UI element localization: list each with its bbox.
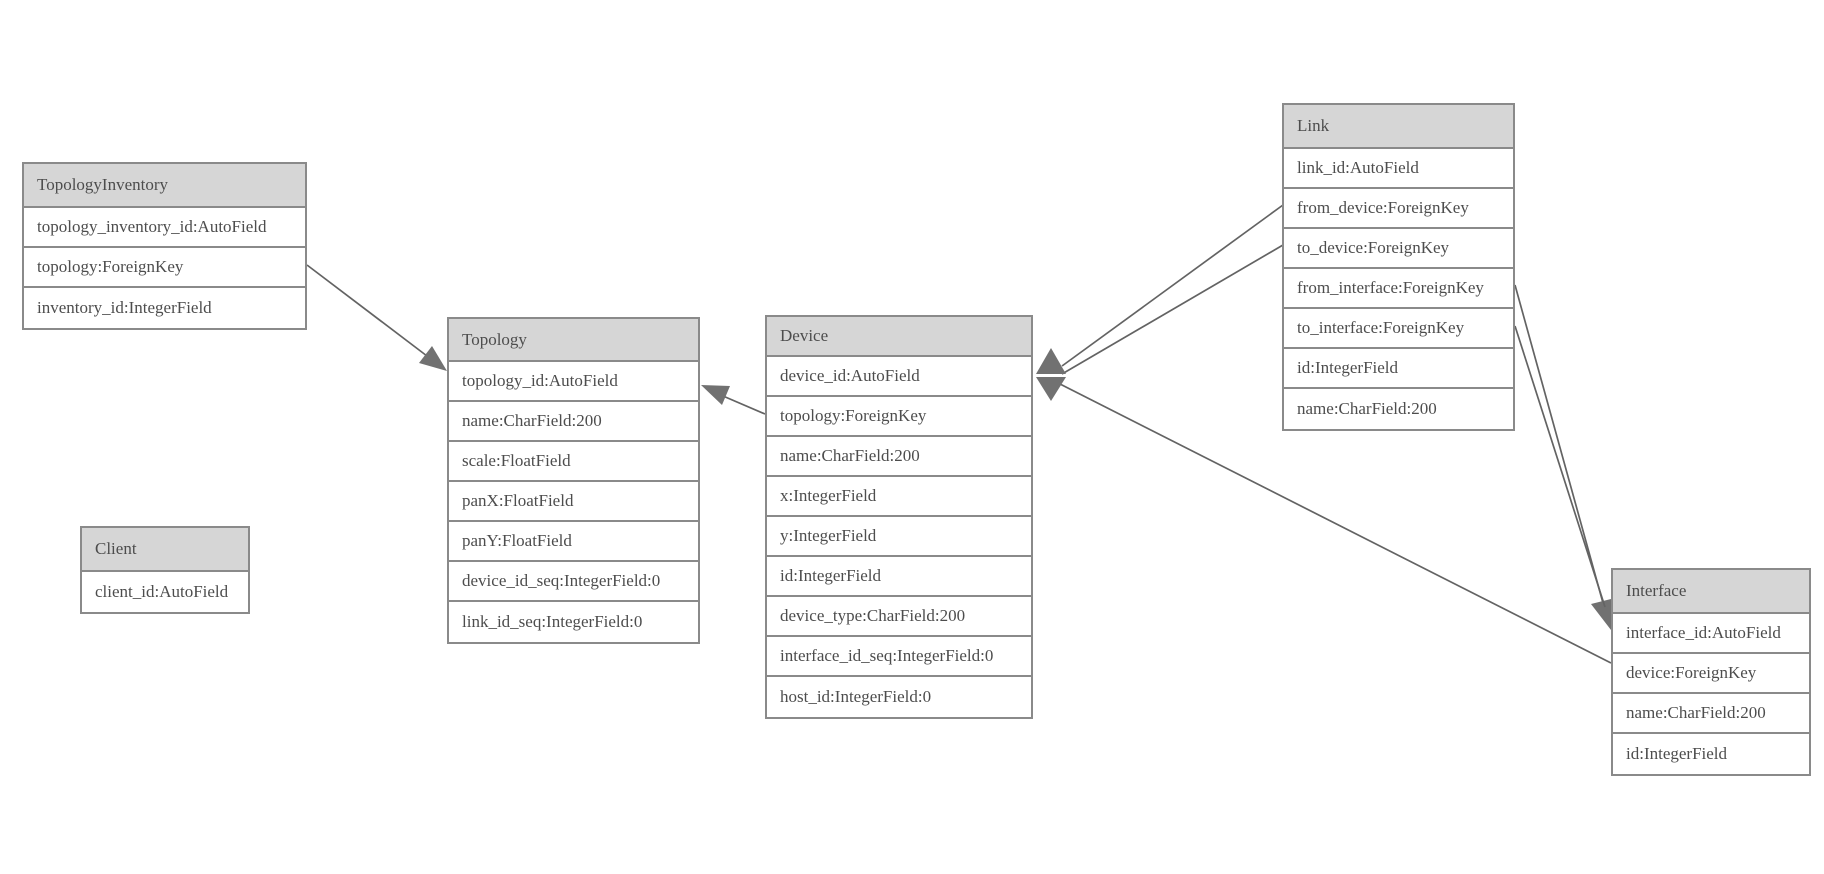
entity-link-field-from_interface: from_interface:ForeignKey (1284, 269, 1513, 309)
entity-interface-title: Interface (1613, 570, 1809, 614)
entity-device-field-topology: topology:ForeignKey (767, 397, 1031, 437)
entity-topology-field-link_id_seq: link_id_seq:IntegerField:0 (449, 602, 698, 642)
entity-interface-field-name: name:CharField:200 (1613, 694, 1809, 734)
arrowhead-cluster-device-0-icon (1036, 348, 1066, 374)
entity-topology-field-device_id_seq: device_id_seq:IntegerField:0 (449, 562, 698, 602)
entity-device-field-x: x:IntegerField (767, 477, 1031, 517)
entity-topology-title: Topology (449, 319, 698, 362)
entity-device-field-host_id: host_id:IntegerField:0 (767, 677, 1031, 717)
entity-topology-field-panY: panY:FloatField (449, 522, 698, 562)
edge-device-topology-arrowhead-icon (701, 385, 730, 405)
entity-topologyinventory-title: TopologyInventory (24, 164, 305, 208)
arrowhead-cluster-device-1-icon (1036, 377, 1066, 401)
entity-interface-field-id: id:IntegerField (1613, 734, 1809, 774)
entity-interface-field-device: device:ForeignKey (1613, 654, 1809, 694)
entity-topologyinventory-field-inventory_id: inventory_id:IntegerField (24, 288, 305, 328)
entity-topologyinventory-field-topology_inventory_id: topology_inventory_id:AutoField (24, 208, 305, 248)
entity-link-field-from_device: from_device:ForeignKey (1284, 189, 1513, 229)
entity-link-field-name: name:CharField:200 (1284, 389, 1513, 429)
entity-device-title: Device (767, 317, 1031, 357)
entity-device-field-device_type: device_type:CharField:200 (767, 597, 1031, 637)
edge-link-from_interface-interface (1514, 284, 1604, 604)
entity-topology-field-scale: scale:FloatField (449, 442, 698, 482)
edge-topologyinventory-topology (306, 264, 428, 357)
entity-device-field-id: id:IntegerField (767, 557, 1031, 597)
entity-topology-field-topology_id: topology_id:AutoField (449, 362, 698, 402)
edge-link-from_interface-interface-arrowhead-icon (1591, 598, 1615, 630)
entity-interface-field-interface_id: interface_id:AutoField (1613, 614, 1809, 654)
edge-interface-device (1059, 383, 1612, 664)
entity-device-field-name: name:CharField:200 (767, 437, 1031, 477)
entity-device-field-interface_id_seq: interface_id_seq:IntegerField:0 (767, 637, 1031, 677)
entity-device-field-device_id: device_id:AutoField (767, 357, 1031, 397)
edge-link-to_interface-interface (1514, 325, 1606, 608)
entity-topology-field-name: name:CharField:200 (449, 402, 698, 442)
entity-device-field-y: y:IntegerField (767, 517, 1031, 557)
entity-link-title: Link (1284, 105, 1513, 149)
edge-link-from_device-device (1061, 204, 1284, 367)
entity-link-field-to_interface: to_interface:ForeignKey (1284, 309, 1513, 349)
entity-link-field-to_device: to_device:ForeignKey (1284, 229, 1513, 269)
entity-link-field-link_id: link_id:AutoField (1284, 149, 1513, 189)
entity-client-title: Client (82, 528, 248, 572)
edge-device-topology (722, 395, 766, 415)
entity-topology-field-panX: panX:FloatField (449, 482, 698, 522)
entity-link-field-id: id:IntegerField (1284, 349, 1513, 389)
entity-client-field-client_id: client_id:AutoField (82, 572, 248, 612)
edge-topologyinventory-topology-arrowhead-icon (419, 346, 447, 371)
entity-topologyinventory-field-topology: topology:ForeignKey (24, 248, 305, 288)
edge-link-to_device-device (1061, 244, 1284, 375)
